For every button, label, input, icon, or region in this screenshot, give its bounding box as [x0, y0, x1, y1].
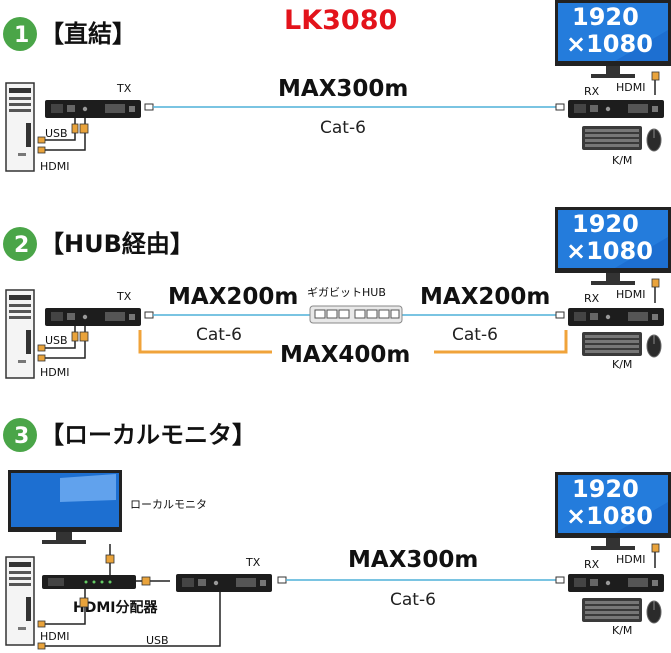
pc-icon	[5, 556, 35, 646]
distance-right-label: MAX200m	[420, 284, 550, 310]
resolution-line1: 1920	[572, 210, 639, 238]
gigabit-hub-icon	[309, 305, 403, 324]
km-label: K/M	[612, 358, 632, 371]
rj45-plug	[555, 103, 565, 111]
tx-label: TX	[116, 82, 132, 95]
section-2-heading: 【HUB経由】	[40, 230, 194, 258]
hdmi-label-left: HDMI	[40, 630, 69, 643]
pc-icon	[5, 82, 35, 172]
rj45-plug	[277, 576, 287, 584]
tx-extender	[45, 100, 141, 118]
tx-label: TX	[245, 556, 261, 569]
local-monitor-icon	[8, 470, 122, 544]
section-1: 1 【直結】 TX USB HDMI MAX300m Cat-6 1920 ×1…	[3, 0, 671, 173]
hdmi-label-right: HDMI	[616, 81, 645, 94]
resolution-line1: 1920	[572, 3, 639, 31]
total-bracket-left	[138, 330, 272, 354]
usb-label: USB	[146, 634, 169, 647]
hub-label: ギガビットHUB	[307, 286, 386, 299]
distance-left-label: MAX200m	[168, 284, 298, 310]
section-2-number: 2	[14, 233, 29, 258]
rx-label: RX	[584, 558, 600, 571]
rj45-plug	[144, 311, 154, 319]
tx-extender	[45, 308, 141, 326]
hdmi-label-left: HDMI	[40, 366, 69, 379]
section-3-heading: 【ローカルモニタ】	[40, 421, 256, 449]
hdmi-label-right: HDMI	[616, 553, 645, 566]
rx-extender	[568, 100, 664, 118]
cable-label: Cat-6	[390, 590, 436, 610]
model-title: LK3080	[284, 5, 397, 36]
section-1-heading: 【直結】	[40, 20, 136, 48]
hdmi-splitter-icon	[42, 575, 136, 589]
distance-label: MAX300m	[278, 76, 408, 102]
section-1-number: 1	[14, 23, 29, 48]
hdmi-label-left: HDMI	[40, 160, 69, 173]
keyboard-mouse-icon	[581, 597, 662, 624]
rj45-plug	[144, 103, 154, 111]
usb-label: USB	[45, 127, 68, 140]
resolution-line2: ×1080	[566, 237, 653, 265]
section-3-number: 3	[14, 424, 29, 449]
hdmi-label-right: HDMI	[616, 288, 645, 301]
rx-label: RX	[584, 85, 600, 98]
rx-extender	[568, 308, 664, 326]
km-label: K/M	[612, 624, 632, 637]
cable-right-label: Cat-6	[452, 325, 498, 345]
section-3: 3 【ローカルモニタ】 ローカルモニタ HDMI分配器	[3, 418, 671, 650]
resolution-line1: 1920	[572, 475, 639, 503]
cable-left-label: Cat-6	[196, 325, 242, 345]
resolution-line2: ×1080	[566, 502, 653, 530]
rj45-plug	[555, 576, 565, 584]
tx-label: TX	[116, 290, 132, 303]
rj45-plug	[555, 311, 565, 319]
usb-label: USB	[45, 334, 68, 347]
local-monitor-label: ローカルモニタ	[130, 498, 207, 511]
keyboard-mouse-icon	[581, 125, 662, 152]
total-distance-label: MAX400m	[280, 342, 410, 368]
cable-label: Cat-6	[320, 118, 366, 138]
total-bracket-right	[434, 330, 568, 354]
tx-extender	[176, 574, 272, 592]
pc-icon	[5, 289, 35, 379]
keyboard-mouse-icon	[581, 331, 662, 358]
section-2: 2 【HUB経由】 TX USB HDMI ギガビットHUB MAX200m	[3, 207, 671, 379]
rx-label: RX	[584, 292, 600, 305]
distance-label: MAX300m	[348, 547, 478, 573]
splitter-label: HDMI分配器	[73, 600, 158, 616]
rx-extender	[568, 574, 664, 592]
resolution-line2: ×1080	[566, 30, 653, 58]
km-label: K/M	[612, 154, 632, 167]
